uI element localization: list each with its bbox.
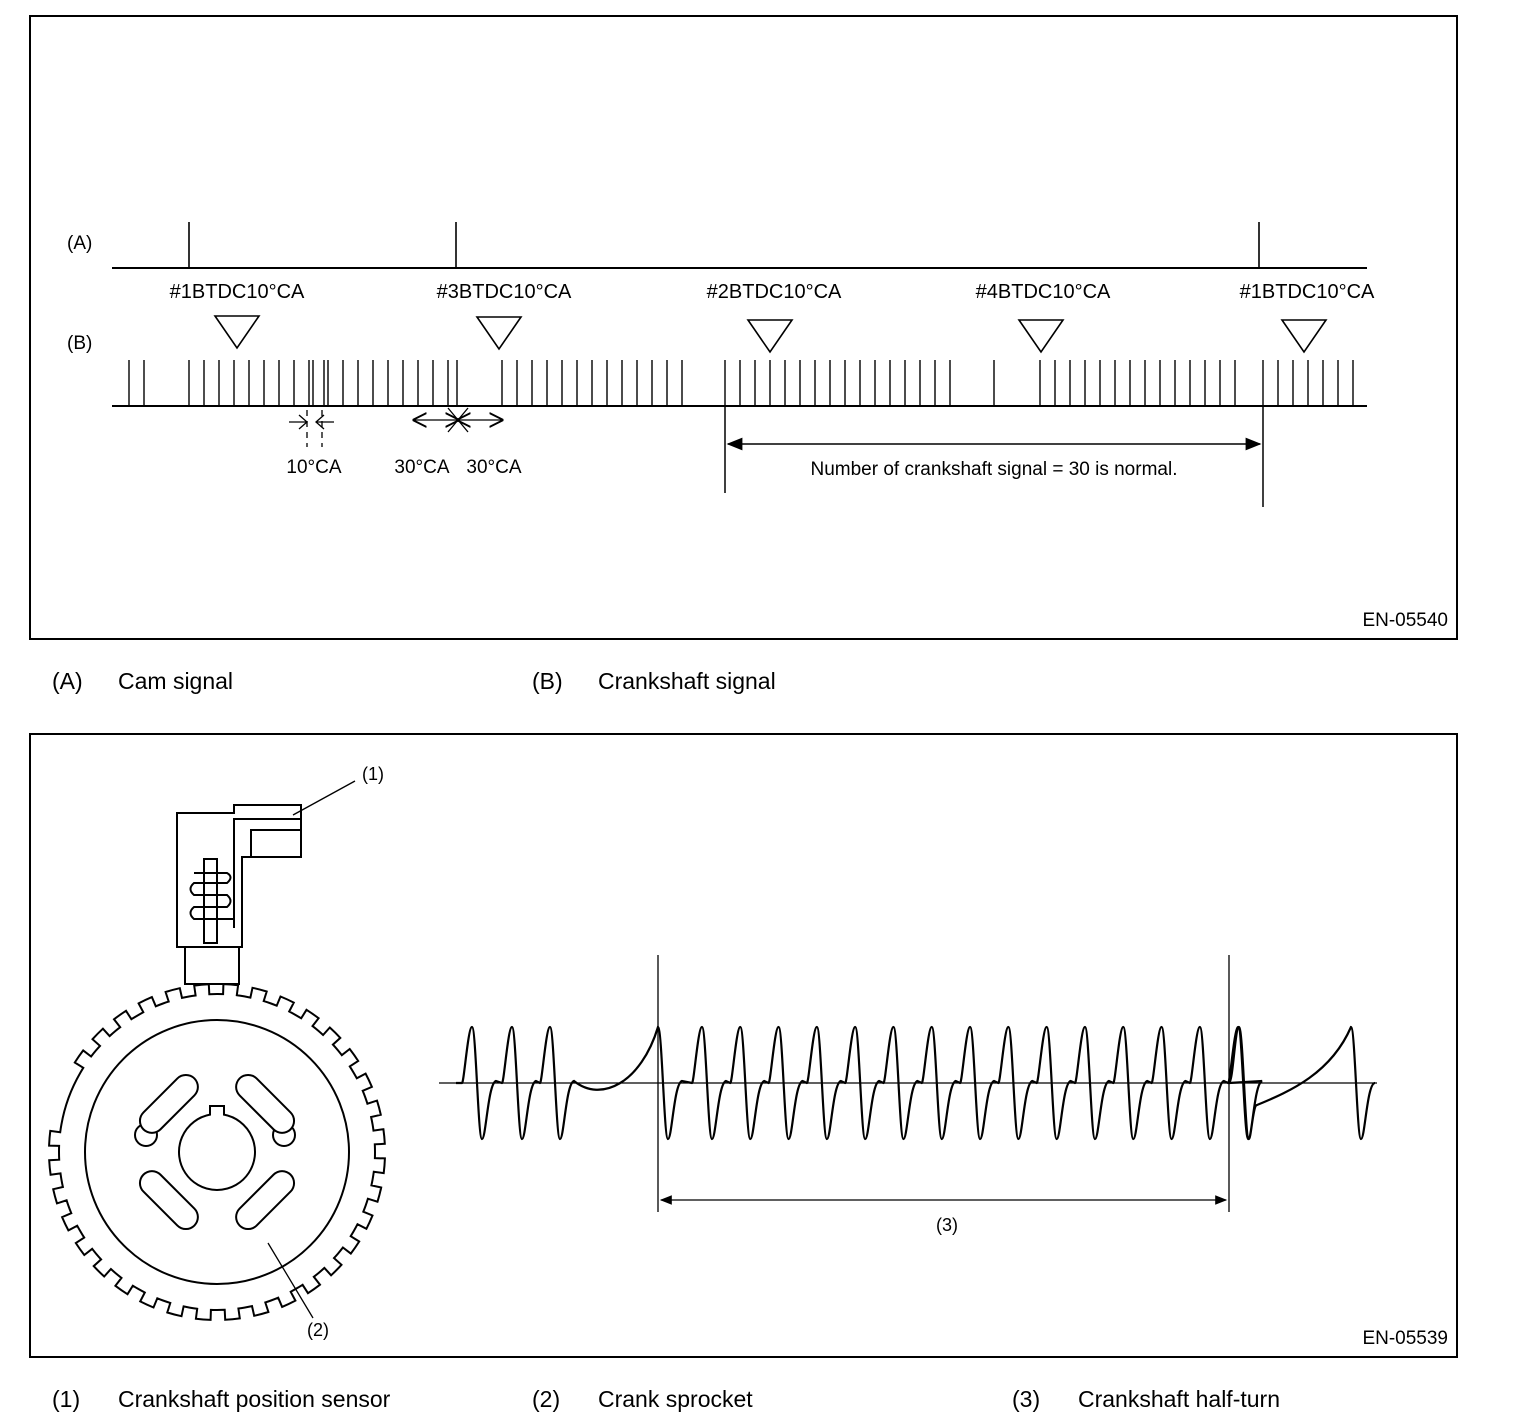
sensor-diagram: (1) (2) (3) [48, 764, 1377, 1340]
tdc-markers: #1BTDC10°CA #3BTDC10°CA #2BTDC10°CA #4BT… [170, 281, 1375, 354]
tdc-label-1-repeat: #1BTDC10°CA [1240, 281, 1375, 303]
legend-item-3: (3) Crankshaft half-turn [1012, 1386, 1280, 1413]
legend-item-a: (A) Cam signal [52, 668, 233, 695]
timing-diagram-panel: (A) (B) #1BTDC10°CA #3BTDC10°CA #2BTDC10… [29, 15, 1458, 640]
sprocket-slot [237, 1172, 294, 1229]
tdc-label-3: #3BTDC10°CA [437, 281, 572, 303]
legend-item-2: (2) Crank sprocket [532, 1386, 753, 1413]
span-note: Number of crankshaft signal = 30 is norm… [811, 459, 1178, 480]
legend-text: Crankshaft half-turn [1078, 1386, 1280, 1412]
legend-item-b: (B) Crankshaft signal [532, 668, 776, 695]
legend-text: Crank sprocket [598, 1386, 753, 1412]
figure-id-1: EN-05540 [1362, 610, 1448, 631]
crank-sensor-waveform [456, 1025, 1377, 1141]
crank-sprocket [48, 983, 386, 1321]
dim-10ca-label: 10°CA [286, 457, 341, 478]
dim-30ca-right-label: 30°CA [466, 457, 521, 478]
tdc-triangle [475, 316, 523, 351]
dimension-10ca [289, 410, 334, 447]
legend-item-1: (1) Crankshaft position sensor [52, 1386, 390, 1413]
callout-2-leader [267, 1242, 314, 1319]
sprocket-slot [140, 1075, 197, 1132]
figure-id-2: EN-05539 [1362, 1328, 1448, 1349]
legend-code: (A) [52, 668, 83, 694]
callout-1: (1) [362, 764, 384, 784]
sprocket-slot [140, 1172, 197, 1229]
dimension-30ca [414, 407, 502, 433]
legend-text: Crankshaft position sensor [118, 1386, 391, 1412]
crank-row-label: (B) [67, 333, 92, 354]
tdc-triangle [213, 315, 261, 350]
sprocket-slot [237, 1075, 294, 1132]
legend-code: (1) [52, 1386, 81, 1412]
tdc-triangle [1017, 319, 1065, 354]
callout-3: (3) [936, 1215, 958, 1235]
tdc-triangle [1280, 319, 1328, 354]
callout-2: (2) [307, 1320, 329, 1340]
timing-diagram: (A) (B) #1BTDC10°CA #3BTDC10°CA #2BTDC10… [67, 222, 1375, 507]
callout-1-leader [292, 780, 356, 816]
tdc-label-4: #4BTDC10°CA [976, 281, 1111, 303]
legend-code: (3) [1012, 1386, 1041, 1412]
tdc-label-1: #1BTDC10°CA [170, 281, 305, 303]
tdc-triangle [746, 319, 794, 354]
tdc-label-2: #2BTDC10°CA [707, 281, 842, 303]
cam-pulses [188, 222, 1260, 268]
crankshaft-position-sensor [176, 804, 302, 985]
crank-pulses [128, 360, 1354, 406]
legend-code: (2) [532, 1386, 561, 1412]
legend-text: Cam signal [118, 668, 234, 694]
cam-row-label: (A) [67, 233, 92, 254]
legend-code: (B) [532, 668, 563, 694]
dim-30ca-left-label: 30°CA [394, 457, 449, 478]
sensor-diagram-panel: (1) (2) (3) EN-05539 [29, 733, 1458, 1358]
legend-text: Crankshaft signal [598, 668, 776, 694]
